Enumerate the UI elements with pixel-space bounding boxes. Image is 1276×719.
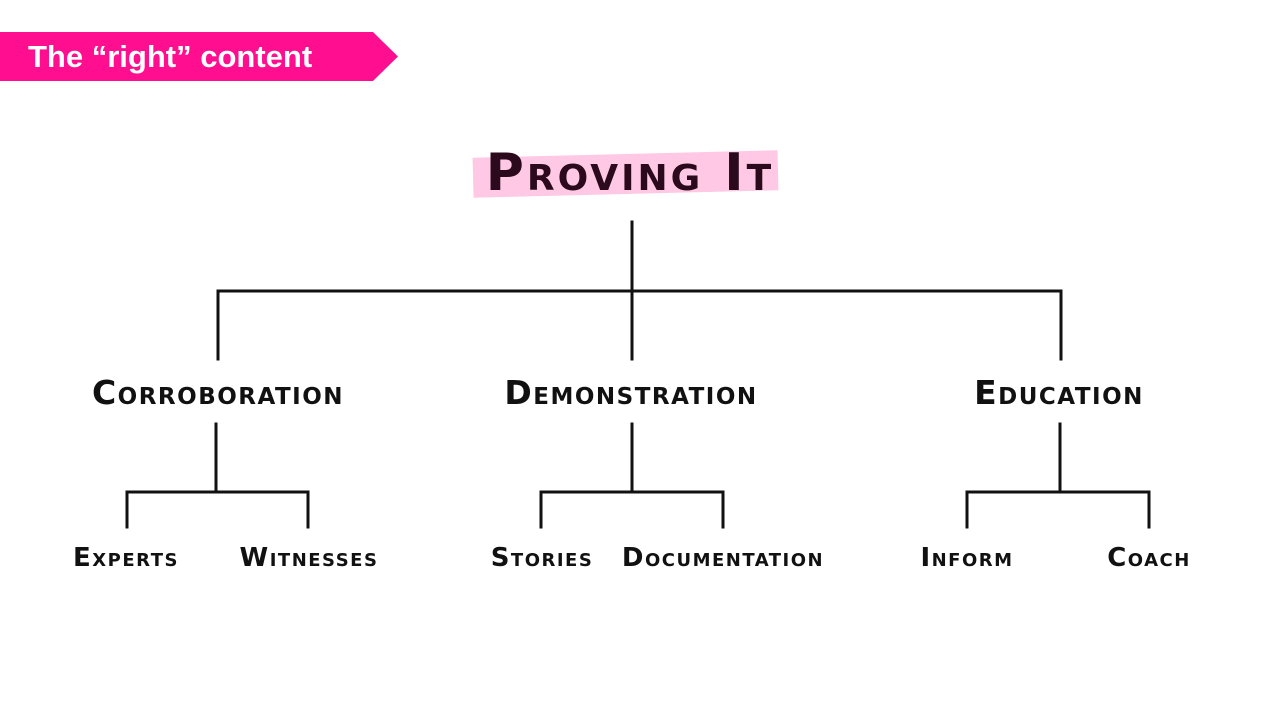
node-inform: Inform	[920, 543, 1014, 573]
root-node: Proving It	[485, 143, 775, 203]
node-documentation: Documentation	[621, 543, 825, 573]
node-corroboration: Corroboration	[91, 373, 345, 412]
node-demonstration: Demonstration	[504, 373, 758, 412]
node-coach: Coach	[1107, 543, 1191, 573]
node-witnesses: Witnesses	[239, 543, 379, 573]
node-education: Education	[974, 373, 1144, 412]
banner-title: The “right” content	[28, 39, 313, 74]
title-banner: The “right” content	[0, 32, 398, 81]
node-experts: Experts	[73, 543, 179, 573]
node-stories: Stories	[490, 543, 594, 573]
